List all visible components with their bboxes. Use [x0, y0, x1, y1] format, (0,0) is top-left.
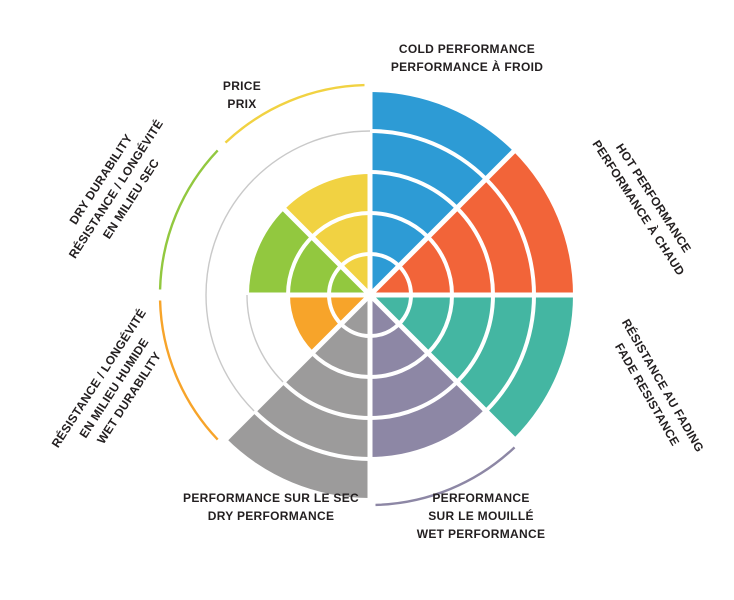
wheel-sector-fade-resistance-ring-5 [487, 295, 573, 439]
wheel-sector-hot-performance-ring-5 [487, 151, 573, 295]
wheel-grid-arc [205, 178, 255, 296]
wheel-sector-cold-performance-ring-5 [370, 92, 514, 178]
label-line: PRICE [222, 79, 262, 93]
wheel-sector-fade-resistance-ring-1 [374, 295, 409, 323]
wheel-grid-arc [246, 294, 284, 383]
wheel-sector-dry-durability-ring-1 [330, 267, 366, 295]
sector-boundary-line [368, 140, 525, 297]
wheel-sector-cold-performance-ring-3 [370, 174, 456, 236]
sector-label-dry-performance: PERFORMANCE SUR LE SEC DRY PERFORMANCE [183, 489, 359, 525]
sector-boundary-line [368, 293, 525, 450]
wheel-sector-price-ring-3 [284, 174, 370, 236]
wheel-sector-wet-performance-ring-1 [370, 299, 398, 334]
label-line: PERFORMANCE [432, 491, 530, 505]
wheel-sector-cold-performance-ring-1 [370, 256, 398, 291]
label-line: WET PERFORMANCE [416, 527, 546, 541]
sector-max-arc-price [224, 83, 365, 144]
wheel-sector-dry-performance-ring-4 [255, 383, 370, 457]
wheel-sector-dry-performance-ring-1 [342, 299, 370, 334]
label-line: COLD PERFORMANCE [398, 42, 536, 56]
label-line: DRY PERFORMANCE [207, 509, 335, 523]
wheel-sector-hot-performance-ring-4 [458, 180, 532, 295]
label-line: SUR LE MOUILLÉ [428, 509, 534, 523]
sector-label-cold-performance: COLD PERFORMANCE PERFORMANCE À FROID [391, 40, 543, 76]
label-line: PERFORMANCE À FROID [390, 60, 544, 74]
sector-boundary-line [215, 293, 372, 450]
sector-max-arc-wet-durability [158, 300, 219, 441]
label-line: PERFORMANCE SUR LE SEC [183, 491, 359, 505]
sector-max-arc-dry-durability [158, 149, 219, 290]
sector-label-price: PRICE PRIX [223, 77, 261, 113]
sector-max-arc-wet-performance [375, 446, 516, 507]
wheel-sector-fade-resistance-ring-4 [458, 295, 532, 410]
label-line: PRIX [227, 97, 257, 111]
wheel-sector-cold-performance-ring-4 [370, 133, 485, 207]
wheel-sector-wet-performance-ring-3 [370, 354, 456, 416]
wheel-sector-wet-durability-ring-1 [331, 295, 366, 323]
sector-label-wet-performance: PERFORMANCE SUR LE MOUILLÉ WET PERFORMAN… [417, 489, 546, 543]
wheel-grid-arc [253, 130, 371, 180]
wheel-sector-hot-performance-ring-1 [374, 267, 409, 295]
wheel-sector-wet-performance-ring-4 [370, 383, 485, 457]
wheel-sector-fade-resistance-ring-3 [429, 295, 491, 381]
wheel-sector-dry-performance-ring-3 [284, 354, 370, 416]
wheel-sector-price-ring-1 [342, 256, 370, 291]
sector-boundary-line [215, 140, 372, 297]
wheel-sector-dry-performance-ring-5 [226, 412, 370, 498]
wheel-sector-hot-performance-ring-3 [429, 209, 491, 295]
wheel-grid-arc [205, 294, 255, 412]
wheel-sector-dry-durability-ring-3 [249, 209, 311, 295]
